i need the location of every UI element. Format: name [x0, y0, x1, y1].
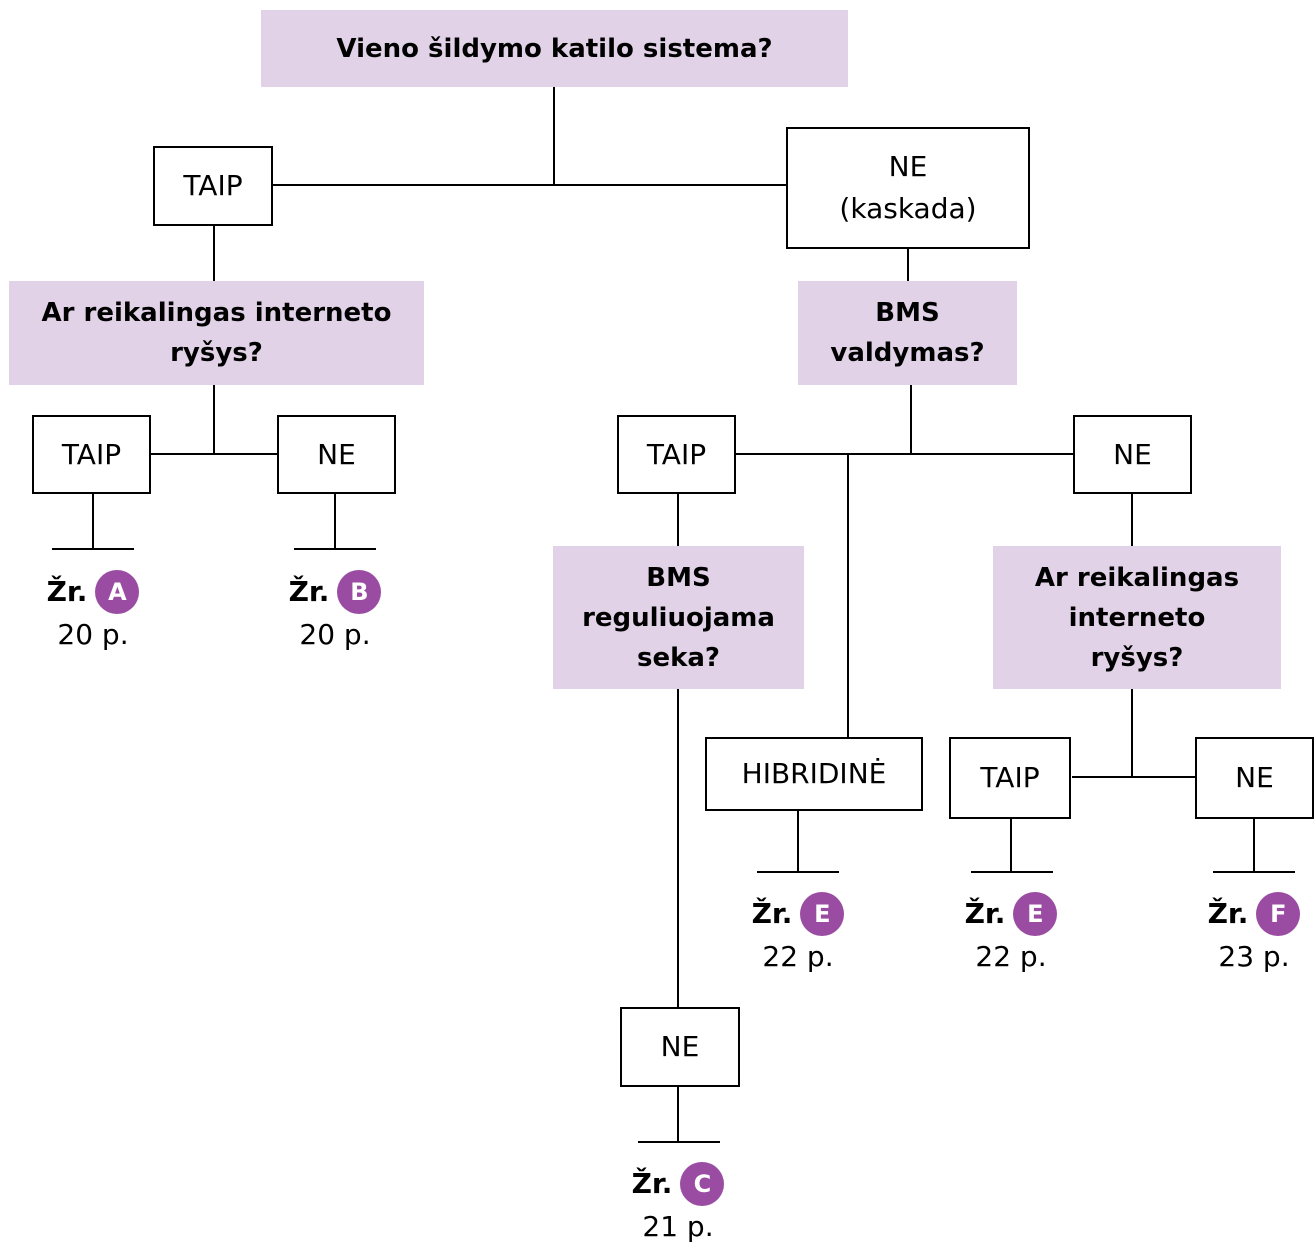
reference-f: Žr.F 23 p.	[1154, 892, 1314, 978]
connector-line	[213, 385, 215, 455]
page-ref: 23 p.	[1218, 940, 1290, 973]
reference-e-internet: Žr.E 22 p.	[911, 892, 1111, 978]
see-label: Žr.	[1207, 897, 1249, 930]
question-single-boiler: Vieno šildymo katilo sistema?	[261, 10, 848, 87]
page-ref: 20 p.	[299, 618, 371, 651]
connector-line	[553, 87, 555, 186]
question-text: seka?	[636, 642, 721, 673]
badge-e: E	[800, 892, 845, 936]
connector-line	[677, 1086, 679, 1143]
question-bms-sequence: BMS reguliuojama seka?	[553, 546, 804, 689]
answer-yes-bms: TAIP	[617, 415, 736, 494]
answer-yes-internet-right: TAIP	[949, 737, 1071, 819]
connector-line	[735, 453, 1074, 455]
question-internet-left: Ar reikalingas interneto ryšys?	[9, 281, 424, 385]
connector-line	[1131, 493, 1133, 546]
connector-line	[294, 548, 376, 550]
question-text: Ar reikalingas interneto	[41, 298, 392, 328]
page-ref: 22 p.	[762, 940, 834, 973]
page-ref: 22 p.	[975, 940, 1047, 973]
connector-line	[1131, 689, 1133, 778]
connector-line	[1010, 818, 1012, 873]
page-ref: 21 p.	[642, 1210, 714, 1243]
connector-line	[150, 453, 278, 455]
see-label: Žr.	[964, 897, 1006, 930]
question-text: ryšys?	[170, 338, 263, 368]
question-text: reguliuojama	[582, 602, 775, 633]
answer-text: NE	[660, 1030, 700, 1063]
connector-line	[677, 493, 679, 546]
connector-line	[92, 493, 94, 550]
question-bms-control: BMS valdymas?	[798, 281, 1017, 385]
question-text: Vieno šildymo katilo sistema?	[336, 33, 773, 64]
connector-line	[907, 249, 909, 281]
see-label: Žr.	[631, 1167, 673, 1200]
answer-no-internet-left: NE	[277, 415, 396, 494]
answer-text: TAIP	[646, 437, 707, 471]
page-ref: 20 p.	[57, 618, 129, 651]
reference-e-hybrid: Žr.E 22 p.	[698, 892, 898, 978]
badge-e: E	[1013, 892, 1058, 936]
answer-text: NE	[1235, 761, 1274, 794]
connector-line	[1072, 776, 1196, 778]
see-label: Žr.	[46, 575, 88, 608]
answer-no-internet-right: NE	[1195, 737, 1314, 819]
question-text: BMS	[646, 562, 711, 593]
connector-line	[1213, 871, 1295, 873]
answer-hybrid: HIBRIDINĖ	[705, 737, 923, 811]
question-text: BMS	[875, 298, 940, 328]
connector-line	[272, 184, 787, 186]
connector-line	[971, 871, 1053, 873]
reference-a: Žr.A 20 p.	[0, 570, 193, 656]
badge-a: A	[95, 570, 140, 614]
badge-b: B	[337, 570, 382, 614]
connector-line	[213, 226, 215, 281]
badge-c: C	[680, 1162, 725, 1206]
connector-line	[757, 871, 839, 873]
connector-line	[334, 493, 336, 550]
answer-text: HIBRIDINĖ	[741, 757, 887, 790]
connector-line	[52, 548, 134, 550]
reference-b: Žr.B 20 p.	[235, 570, 435, 656]
answer-text: (kaskada)	[839, 192, 977, 225]
badge-f: F	[1256, 892, 1301, 936]
connector-line	[638, 1141, 720, 1143]
connector-line	[797, 810, 799, 873]
answer-text: TAIP	[980, 761, 1040, 794]
connector-line	[677, 689, 679, 1008]
answer-yes-single: TAIP	[153, 146, 273, 226]
connector-line	[847, 453, 849, 738]
question-text: Ar reikalingas	[1034, 562, 1240, 593]
answer-no-sequence: NE	[620, 1007, 740, 1087]
answer-text: TAIP	[183, 169, 243, 202]
question-internet-right: Ar reikalingas interneto ryšys?	[993, 546, 1281, 689]
answer-yes-internet-left: TAIP	[32, 415, 151, 494]
answer-no-bms: NE	[1073, 415, 1192, 494]
connector-line	[910, 385, 912, 455]
see-label: Žr.	[288, 575, 330, 608]
answer-text: NE	[888, 150, 928, 183]
answer-text: NE	[1113, 437, 1152, 471]
see-label: Žr.	[751, 897, 793, 930]
answer-text: TAIP	[61, 437, 122, 471]
question-text: valdymas?	[830, 338, 985, 368]
answer-text: NE	[317, 437, 356, 471]
reference-c: Žr.C 21 p.	[578, 1162, 778, 1248]
question-text: ryšys?	[1090, 642, 1184, 673]
question-text: interneto	[1068, 602, 1206, 633]
connector-line	[1253, 818, 1255, 873]
answer-no-cascade: NE (kaskada)	[786, 127, 1030, 249]
